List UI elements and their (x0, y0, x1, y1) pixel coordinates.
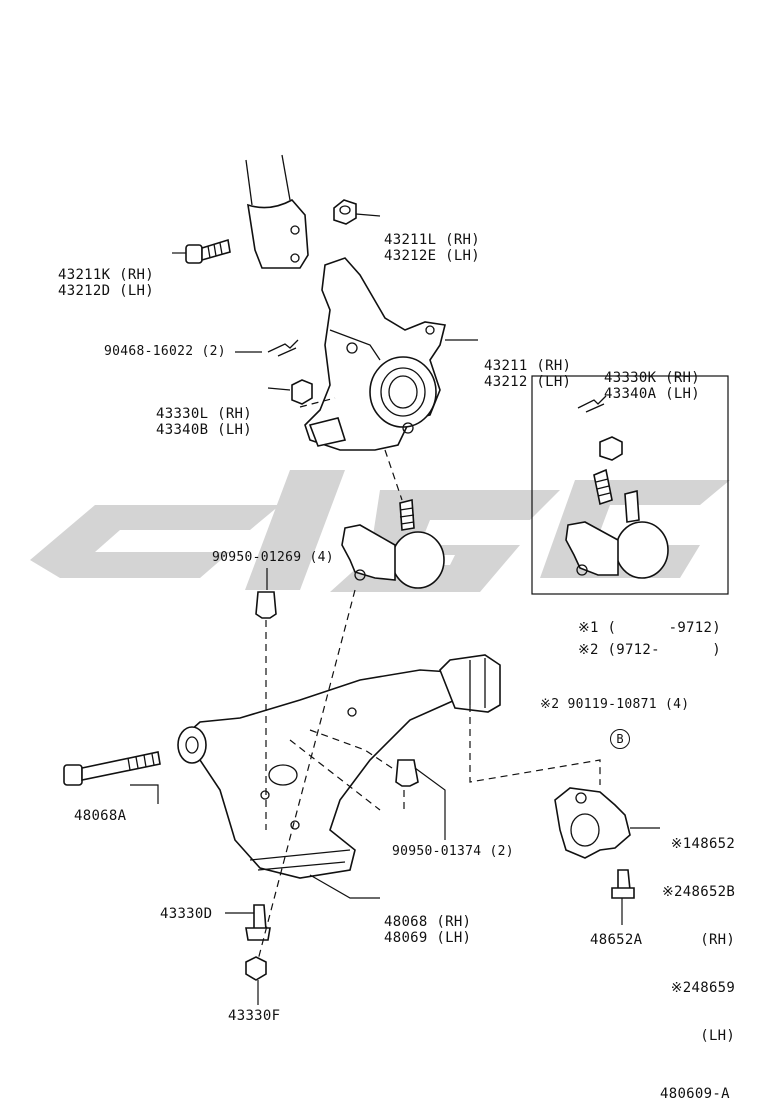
label-48068: 48068 (RH)48069 (LH) (384, 914, 472, 946)
label-note1: ※1 ( -9712) (578, 620, 721, 636)
label-43330f: 43330F (228, 1008, 281, 1024)
bushing-01269 (255, 591, 277, 619)
stabilizer-bracket (554, 787, 631, 859)
circle-b-marker: B (610, 729, 630, 749)
bolt-43211k (185, 238, 231, 264)
label-43330d: 43330D (160, 906, 213, 922)
bolt-43330d (245, 904, 271, 941)
leader-lines (130, 213, 660, 1005)
steering-knuckle (304, 257, 446, 451)
lower-control-arm (177, 654, 501, 879)
label-90950-01269: 90950-01269 (4) (212, 550, 334, 565)
label-note2: ※2 (9712- ) (578, 642, 721, 658)
detail-box (531, 375, 729, 595)
label-43330l: 43330L (RH)43340B (LH) (156, 406, 253, 438)
bushing-01374 (395, 759, 419, 787)
bolt-48652a (611, 869, 635, 899)
strut-assembly (245, 154, 309, 269)
cotter-pin (267, 339, 299, 357)
label-43211: 43211 (RH)43212 (LH) (484, 358, 572, 390)
label-43211k: 43211K (RH)43212D (LH) (58, 267, 155, 299)
label-43330k: 43330K (RH)43340A (LH) (604, 370, 701, 402)
label-90950-01374: 90950-01374 (2) (392, 844, 514, 859)
label-48652a: 48652A (590, 932, 643, 948)
label-148652: ※148652 ※248652B (RH) ※248659 (LH) (662, 836, 736, 1044)
figure-id: 480609-A (660, 1086, 730, 1102)
label-43211l: 43211L (RH)43212E (LH) (384, 232, 481, 264)
label-90468: 90468-16022 (2) (104, 344, 226, 359)
ball-joint (341, 498, 445, 589)
castle-nut (291, 379, 313, 405)
label-48068a: 48068A (74, 808, 127, 824)
nut-43330f (245, 956, 267, 981)
nut-43211l (333, 199, 357, 225)
bolt-48068a (63, 751, 161, 786)
label-90119: ※2 90119-10871 (4) (540, 697, 690, 712)
assembly-lines (257, 397, 601, 961)
